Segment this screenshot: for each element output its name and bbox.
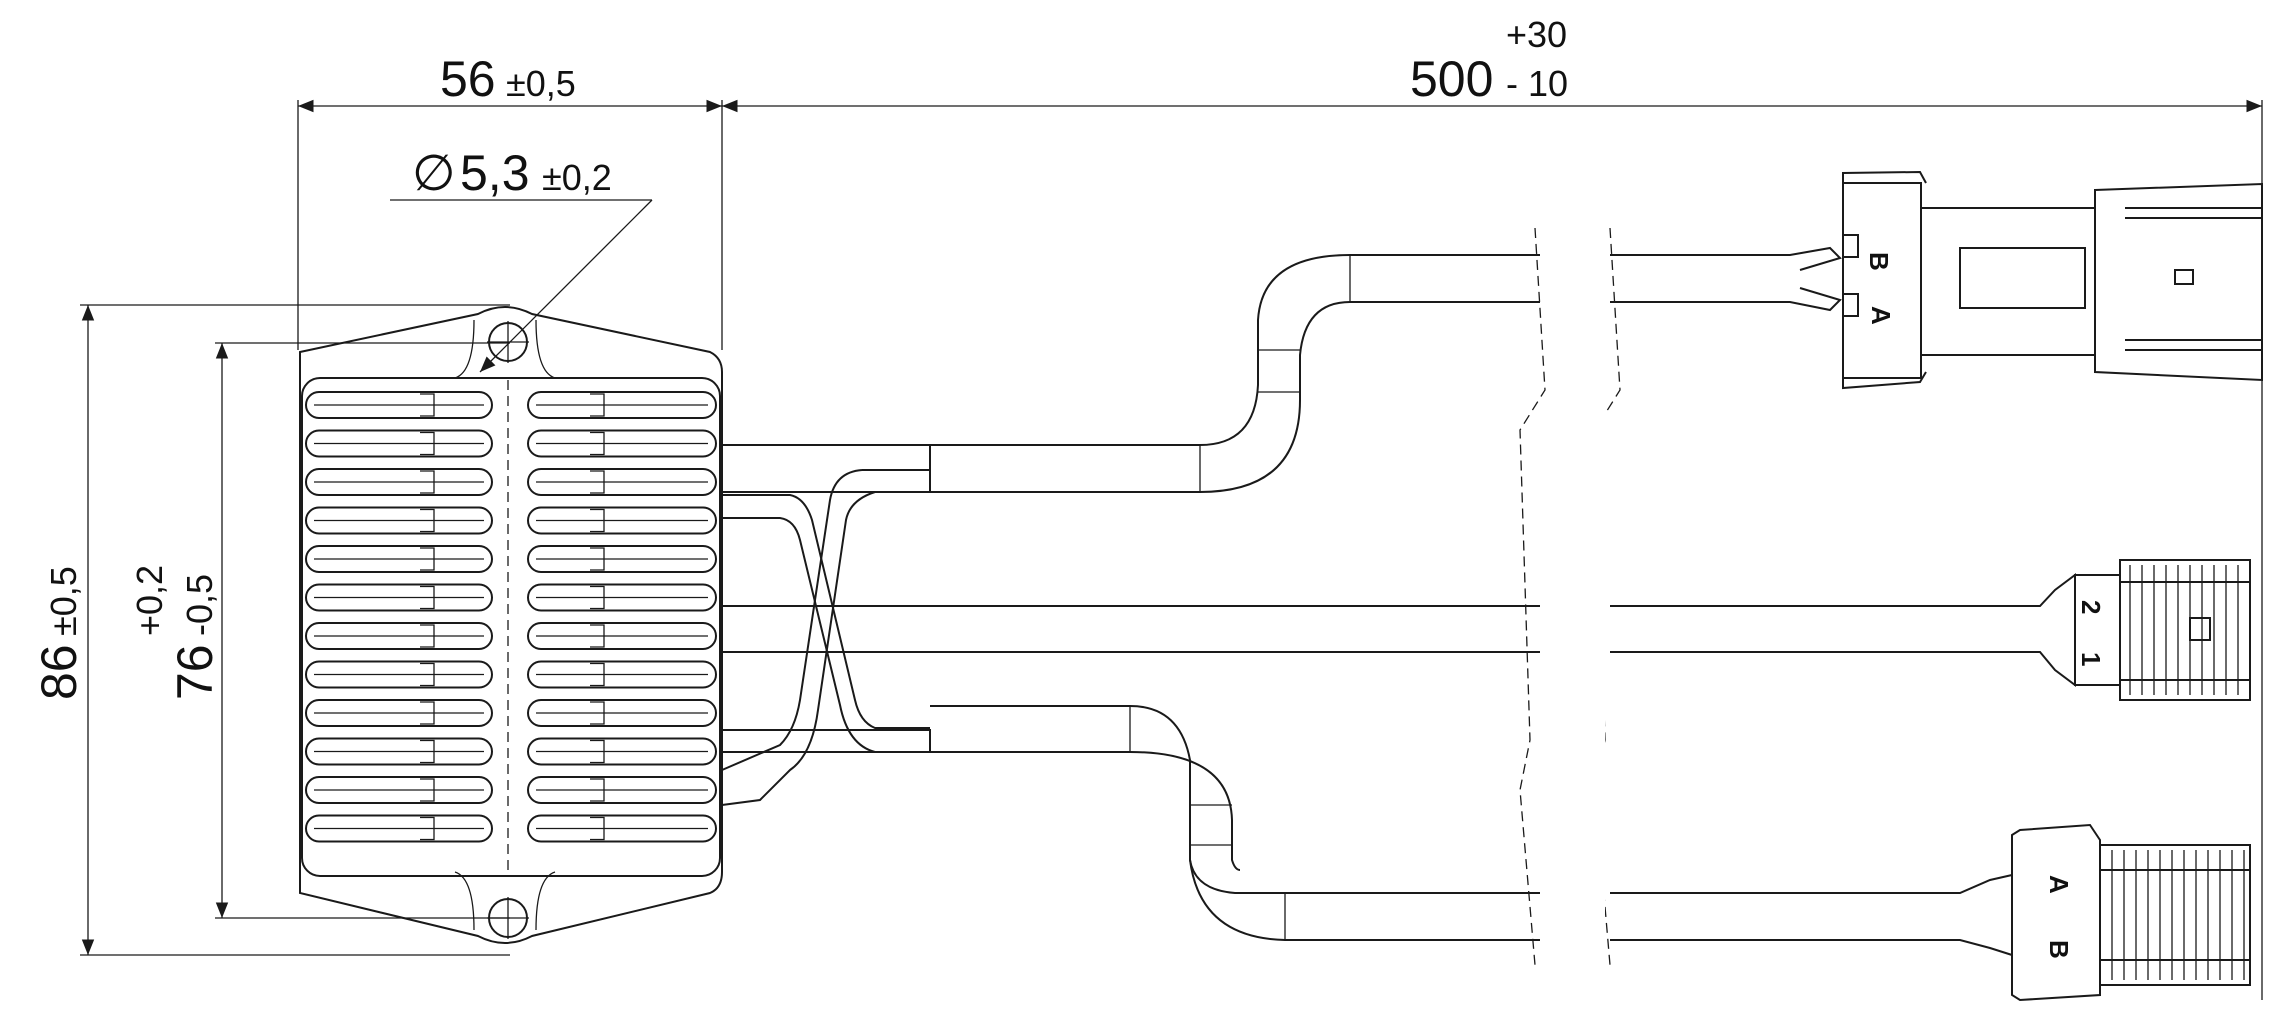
pin-label-a-bottom: A [2044,875,2074,894]
cooling-fin [305,660,493,689]
pin-label-b-top: B [1864,252,1894,271]
length-value: 500 [1410,51,1493,107]
hole-tolerance: ±0,2 [542,157,612,198]
fin-clip [420,816,435,841]
width-value: 56 [440,51,496,107]
fin-clip [590,739,605,764]
cooling-fin [527,391,717,419]
cooling-fin [527,429,717,458]
fin-clip [590,585,605,610]
cooling-fin [305,776,493,804]
fin-clip [420,547,435,571]
fin-clip [590,778,605,802]
cooling-fin [527,737,717,766]
break-lines [1519,227,1621,966]
cooling-fins [305,391,717,843]
pin-label-b-bottom: B [2044,940,2074,959]
height-outer-value: 86 [31,644,87,700]
fin-clip [590,470,605,494]
dimension-text: 56 ±0,5 ∅ 5,3 ±0,2 +30 500 - 10 86 ±0,5 … [31,14,1568,700]
length-tol-plus: +30 [1506,14,1567,55]
cooling-fin [305,699,493,727]
fin-clip [420,662,435,687]
dimension-lines [80,99,2263,1000]
fin-clip [590,547,605,571]
pin-label-2: 2 [2076,600,2106,614]
fin-clip [420,701,435,725]
connector-top: B A [1780,170,2263,390]
cooling-fin [305,737,493,766]
cooling-fin [305,583,493,612]
cooling-fin [305,429,493,458]
height-inner-tol-plus: +0,2 [129,565,170,636]
length-tol-minus: - 10 [1506,63,1568,104]
connector-middle: 2 1 [1940,559,2251,701]
hole-value: 5,3 [460,145,530,201]
connector-bottom: A B [1940,823,2251,1002]
fin-clip [420,778,435,802]
fin-clip [590,701,605,725]
fin-clip [590,431,605,456]
fin-clip [420,739,435,764]
cable-continuation [1610,254,1940,941]
pin-label-a-top: A [1866,306,1896,325]
cooling-fin [527,545,717,573]
fin-clip [590,508,605,533]
fin-clip [590,816,605,841]
cooling-fin [305,622,493,650]
height-inner-value: 76 [167,644,223,700]
regulator-body [298,306,723,944]
height-outer-tolerance: ±0,5 [43,566,84,636]
cooling-fin [305,814,493,843]
cooling-fin [527,622,717,650]
cooling-fin [527,660,717,689]
cooling-fin [527,699,717,727]
fin-clip [420,585,435,610]
width-tolerance: ±0,5 [506,63,576,104]
fin-clip [420,470,435,494]
fin-clip [590,662,605,687]
cooling-fin [305,468,493,496]
fin-clip [590,393,605,417]
cooling-fin [527,814,717,843]
cooling-fin [305,391,493,419]
fin-clip [420,393,435,417]
cooling-fin [527,776,717,804]
hole-symbol: ∅ [412,145,456,201]
cooling-fin [527,506,717,535]
pin-label-1: 1 [2076,652,2106,666]
fin-clip [420,431,435,456]
height-inner-tol-minus: -0,5 [179,574,220,636]
fin-clip [420,508,435,533]
cooling-fin [527,583,717,612]
cooling-fin [527,468,717,496]
cooling-fin [305,545,493,573]
fin-clip [420,624,435,648]
cooling-fin [305,506,493,535]
fin-clip [590,624,605,648]
cable-harness [721,254,1540,941]
